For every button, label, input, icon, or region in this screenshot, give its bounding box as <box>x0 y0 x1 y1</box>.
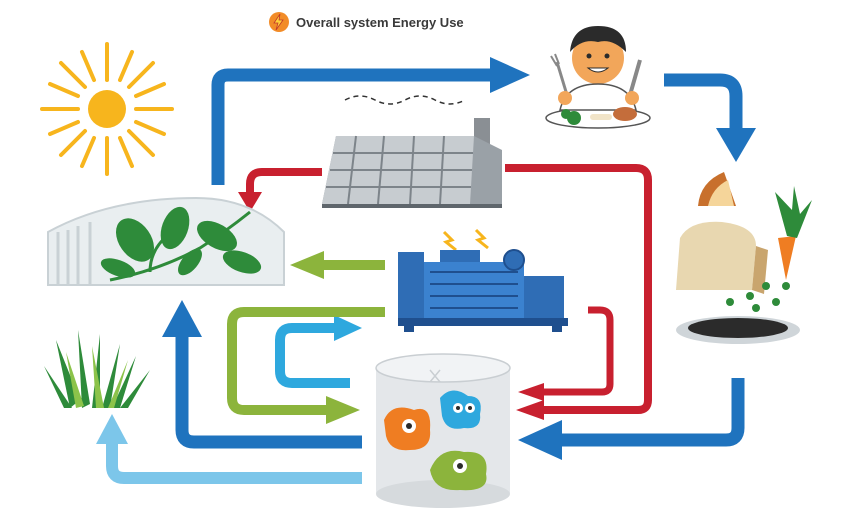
title-text: Overall system Energy Use <box>296 14 464 30</box>
bioreactor-tank-icon <box>375 353 511 508</box>
diagram-title: Overall system Energy Use <box>268 10 464 34</box>
arrow-generator-red-to-bioreactor <box>518 306 614 401</box>
arrow-drain-to-bioreactor <box>518 378 745 460</box>
solar-factory-icon <box>322 95 502 208</box>
arrow-factory-to-bioreactor <box>505 164 652 420</box>
arrow-bioreactor-to-greenhouse <box>162 300 362 449</box>
food-waste-icon <box>676 172 812 312</box>
person-eating-icon <box>545 26 651 129</box>
lightning-bolt-icon <box>269 12 289 32</box>
arrow-generator-to-greenhouse <box>290 251 385 279</box>
arrow-generator-to-bioreactor <box>227 307 385 424</box>
generator-icon <box>398 228 568 332</box>
drain-icon <box>676 316 800 344</box>
arrows <box>96 57 756 484</box>
arrow-cyan-loop <box>275 315 362 388</box>
arrow-bioreactor-to-grass <box>96 414 362 484</box>
greenhouse-icon <box>47 196 285 286</box>
grass-icon <box>44 330 150 408</box>
sun-icon <box>40 42 174 176</box>
arrow-person-to-waste <box>664 73 756 162</box>
arrow-greenhouse-to-person <box>211 57 530 185</box>
arrow-factory-to-greenhouse <box>238 168 322 212</box>
